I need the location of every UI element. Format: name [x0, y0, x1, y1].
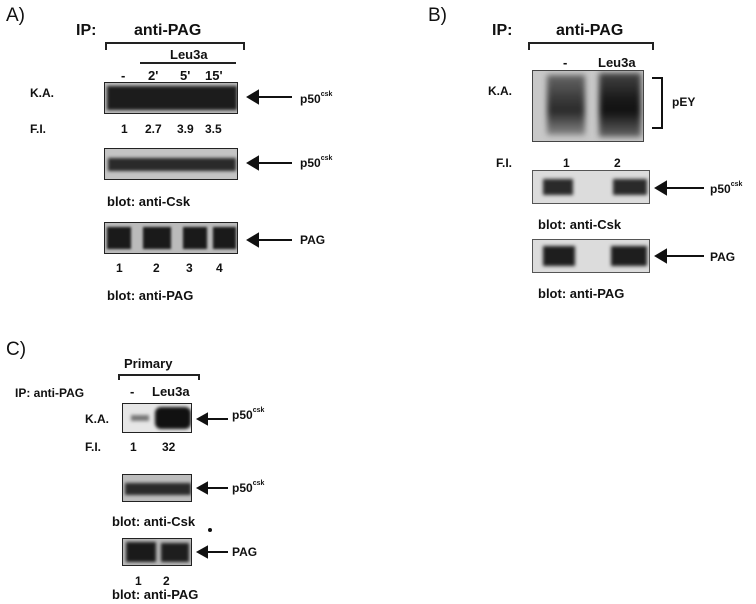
- panel-a-ka-gel: [104, 82, 238, 114]
- panel-c-band3-label: PAG: [232, 545, 258, 559]
- panel-a-lane-number-3: 3: [186, 261, 193, 275]
- panel-a-fi-3: 3.9: [177, 122, 194, 136]
- panel-b-fi-2: 2: [614, 156, 621, 170]
- gel-band: [547, 75, 585, 135]
- panel-c-fi-label: F.I.: [85, 440, 102, 454]
- panel-b-ka-gel: [532, 70, 644, 142]
- panel-c-ka-label: K.A.: [85, 412, 109, 426]
- panel-c-header-bracket-right: [198, 374, 200, 380]
- panel-a-csk-gel: [104, 148, 238, 180]
- panel-a-ip-bracket-left: [105, 42, 107, 50]
- gel-band: [543, 179, 573, 195]
- panel-c-blot2: blot: anti-PAG: [112, 587, 199, 602]
- panel-a-blot1: blot: anti-Csk: [107, 194, 191, 209]
- panel-a-lane-3: 5': [180, 68, 191, 83]
- gel-band: [107, 227, 131, 249]
- panel-a-fi-label: F.I.: [30, 122, 47, 136]
- panel-b-label: B): [428, 5, 447, 26]
- panel-a-band2-label: p50csk: [300, 155, 333, 170]
- panel-b-fi-1: 1: [563, 156, 570, 170]
- panel-b-lane-2: Leu3a: [598, 55, 636, 70]
- panel-c-ka-gel: [122, 403, 192, 433]
- panel-a-lane-1: -: [121, 68, 126, 83]
- gel-band: [213, 227, 236, 249]
- gel-band: [108, 158, 236, 171]
- panel-a-pag-gel: [104, 222, 238, 254]
- panel-a-fi-1: 1: [121, 122, 128, 136]
- panel-a-treatment-line: [140, 62, 236, 64]
- panel-a-ip-bracket-right: [243, 42, 245, 50]
- panel-b-pey-label: pEY: [672, 95, 696, 109]
- panel-b-ip-label: IP:: [492, 22, 513, 39]
- gel-band: [125, 483, 191, 495]
- dot-mark: [208, 528, 212, 532]
- panel-b-csk-gel: [532, 170, 650, 204]
- panel-b-ip-bracket-right: [652, 42, 654, 50]
- panel-b-fi-label: F.I.: [496, 156, 513, 170]
- gel-band: [613, 179, 647, 195]
- panel-b-ip-bracket: [528, 42, 654, 44]
- panel-b-band1-label: p50csk: [710, 181, 743, 196]
- panel-a-ip-label: IP:: [76, 22, 97, 39]
- gel-band: [599, 73, 641, 137]
- panel-c-blot1: blot: anti-Csk: [112, 514, 196, 529]
- panel-c-pag-gel: [122, 538, 192, 566]
- panel-a-band3-label: PAG: [300, 233, 326, 247]
- panel-b-blot2: blot: anti-PAG: [538, 286, 625, 301]
- panel-a-lane-number-1: 1: [116, 261, 123, 275]
- gel-band: [155, 407, 191, 429]
- panel-a-band1-label: p50csk: [300, 91, 333, 106]
- panel-c-lane-number-1: 1: [135, 574, 142, 588]
- panel-b-pag-gel: [532, 239, 650, 273]
- panel-c-label: C): [6, 339, 27, 360]
- panel-a-lane-2: 2': [148, 68, 159, 83]
- panel-c-header-bracket-left: [118, 374, 120, 380]
- gel-band: [543, 246, 575, 266]
- panel-b-blot1: blot: anti-Csk: [538, 217, 622, 232]
- panel-c-band2-label: p50csk: [232, 480, 265, 495]
- panel-b-ip-bracket-left: [528, 42, 530, 50]
- panel-c-band1-label: p50csk: [232, 407, 265, 422]
- panel-b-antibody: anti-PAG: [556, 22, 624, 39]
- panel-c-fi-2: 32: [162, 440, 176, 454]
- gel-band: [126, 542, 156, 562]
- panel-c-fi-1: 1: [130, 440, 137, 454]
- panel-b-ka-label: K.A.: [488, 84, 512, 98]
- panel-a-lane-number-4: 4: [216, 261, 223, 275]
- panel-a-antibody: anti-PAG: [134, 22, 202, 39]
- gel-band: [611, 246, 647, 266]
- gel-band: [183, 227, 207, 249]
- panel-a-fi-4: 3.5: [205, 122, 222, 136]
- gel-band: [143, 227, 171, 249]
- gel-band: [107, 86, 237, 110]
- panel-b-lane-1: -: [563, 55, 568, 70]
- panel-a-fi-2: 2.7: [145, 122, 162, 136]
- panel-a-ka-label: K.A.: [30, 86, 54, 100]
- panel-c-lane-number-2: 2: [163, 574, 170, 588]
- panel-c-lane-1: -: [130, 384, 135, 399]
- panel-c-csk-gel: [122, 474, 192, 502]
- panel-a-treatment: Leu3a: [170, 47, 208, 62]
- panel-c-lane-2: Leu3a: [152, 384, 190, 399]
- panel-c-header-bracket: [118, 374, 200, 376]
- panel-a-lane-number-2: 2: [153, 261, 160, 275]
- panel-c-ip-text: IP: anti-PAG: [15, 386, 85, 400]
- panel-a-blot2: blot: anti-PAG: [107, 288, 194, 303]
- gel-band: [131, 415, 149, 421]
- panel-a-ip-bracket: [105, 42, 245, 44]
- gel-band: [161, 543, 189, 562]
- panel-c-header: Primary: [124, 356, 173, 371]
- panel-a-label: A): [6, 5, 25, 26]
- panel-b-band2-label: PAG: [710, 250, 736, 264]
- panel-a-lane-4: 15': [205, 68, 223, 83]
